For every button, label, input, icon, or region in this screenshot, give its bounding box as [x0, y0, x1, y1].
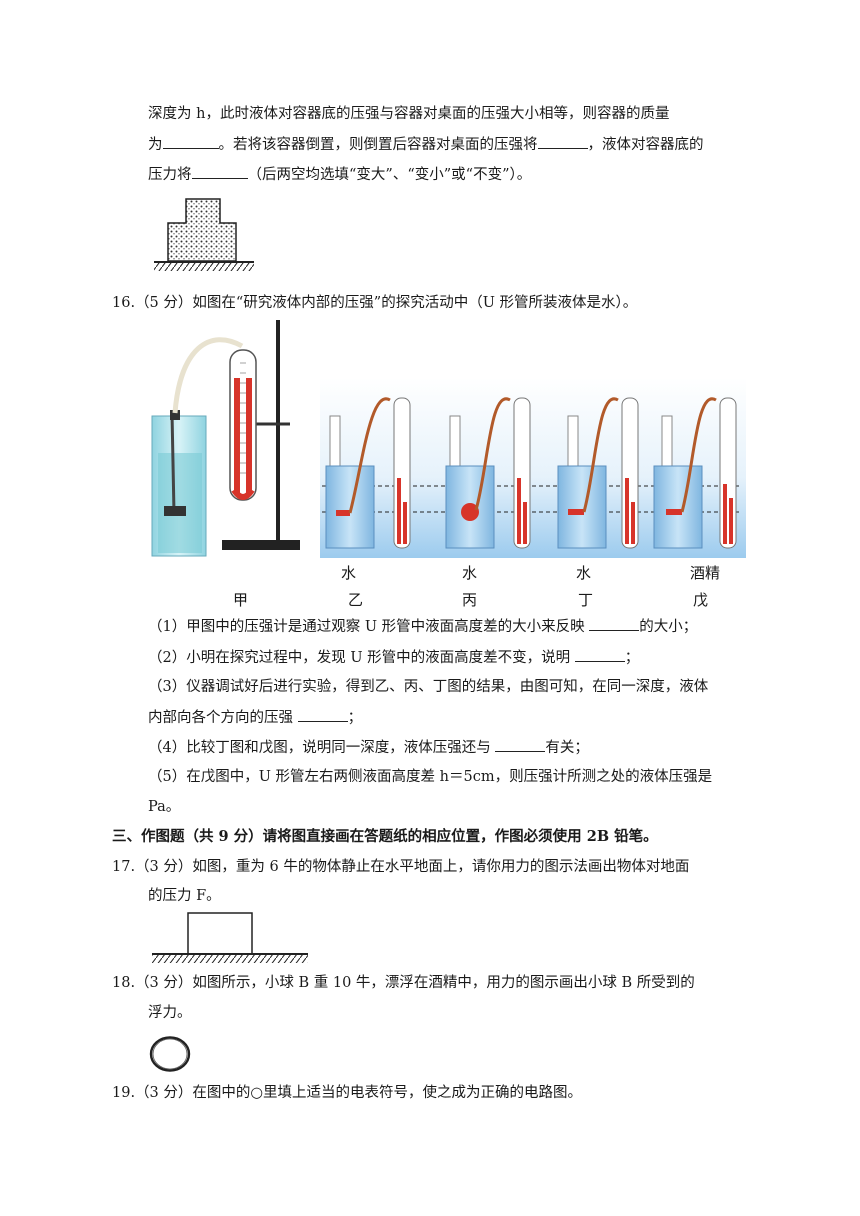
q18-line1: 18.（3 分）如图所示，小球 B 重 10 牛，漂浮在酒精中，用力的图示画出小…: [112, 975, 695, 991]
q16-p3-line2-b: ；: [347, 710, 363, 726]
q16-p1: （1）甲图中的压强计是通过观察 U 形管中液面高度差的大小来反映 的大小；: [148, 616, 697, 637]
section-3-heading: 三、作图题（共 9 分）请将图直接画在答题纸的相应位置，作图必须使用 2B 铅笔…: [112, 828, 658, 845]
answer-blank[interactable]: [589, 616, 640, 631]
figure-label-jia: 甲: [233, 591, 249, 609]
q16-p4-b: 有关；: [545, 740, 589, 756]
q16-p2-b: ；: [624, 650, 640, 666]
q17-line2: 的压力 F。: [148, 888, 221, 904]
q16-p3-line2-a: 内部向各个方向的压强: [148, 710, 293, 726]
q15-line3: 压力将 （后两空均选填“变大”、“变小”或“不变”）。: [148, 164, 531, 185]
figure-label-yi: 乙: [348, 591, 364, 609]
q15-line2-b: 。若将该容器倒置，则倒置后容器对桌面的压强将: [218, 137, 538, 153]
q16-p1-b: 的大小；: [639, 619, 698, 635]
q15-line2-c: ，液体对容器底的: [587, 137, 704, 153]
q15-line2-a: 为: [148, 137, 163, 153]
setup-wu: [653, 397, 737, 549]
answer-blank[interactable]: [191, 164, 248, 179]
liquid-label-yi: 水: [341, 564, 357, 582]
setup-bing: [445, 397, 531, 549]
q16-p3-line2: 内部向各个方向的压强 ；: [148, 707, 362, 728]
q16-experiment-figure: [151, 320, 746, 558]
q16-p4: （4）比较丁图和戊图，说明同一深度，液体压强还与 有关；: [148, 737, 589, 758]
q16-stem: 16.（5 分）如图在“研究液体内部的压强”的探究活动中（U 形管所装液体是水）…: [112, 295, 638, 311]
q17-line1: 17.（3 分）如图，重为 6 牛的物体静止在水平地面上，请你用力的图示法画出物…: [112, 859, 690, 875]
figure-label-bing: 丙: [462, 591, 478, 609]
q16-p3-line1: （3）仪器调试好后进行实验，得到乙、丙、丁图的结果，由图可知，在同一深度，液体: [148, 679, 709, 695]
q15-container-figure: [154, 198, 254, 271]
q18-ball-figure: [149, 1036, 191, 1072]
setup-yi: [325, 397, 411, 549]
q16-p5-line2: Pa。: [148, 799, 181, 815]
q19-line1: 19.（3 分）在图中的○里填上适当的电表符号，使之成为正确的电路图。: [112, 1085, 583, 1101]
answer-blank[interactable]: [297, 707, 348, 722]
answer-blank[interactable]: [537, 134, 588, 149]
liquid-label-wu: 酒精: [690, 564, 721, 582]
q16-p4-a: （4）比较丁图和戊图，说明同一深度，液体压强还与: [148, 740, 491, 756]
liquid-label-bing: 水: [462, 564, 478, 582]
q16-p5-line1: （5）在戊图中，U 形管左右两侧液面高度差 h＝5cm，则压强计所测之处的液体压…: [148, 769, 713, 785]
q16-p2: （2）小明在探究过程中，发现 U 形管中的液面高度差不变，说明 ；: [148, 647, 639, 668]
q16-p2-a: （2）小明在探究过程中，发现 U 形管中的液面高度差不变，说明: [148, 650, 571, 666]
q18-line2: 浮力。: [148, 1005, 192, 1021]
q15-line2: 为 。若将该容器倒置，则倒置后容器对桌面的压强将 ，液体对容器底的: [148, 134, 704, 155]
q16-p1-a: （1）甲图中的压强计是通过观察 U 形管中液面高度差的大小来反映: [148, 619, 585, 635]
liquid-label-ding: 水: [576, 564, 592, 582]
setup-ding: [557, 397, 639, 549]
figure-label-ding: 丁: [578, 591, 594, 609]
q15-line3-b: （后两空均选填“变大”、“变小”或“不变”）。: [247, 167, 532, 183]
figure-label-wu: 戊: [693, 591, 709, 609]
q17-block-on-ground-figure: [152, 912, 308, 963]
answer-blank[interactable]: [495, 737, 546, 752]
q15-line3-a: 压力将: [148, 167, 192, 183]
answer-blank[interactable]: [574, 647, 625, 662]
answer-blank[interactable]: [162, 134, 219, 149]
q15-line1: 深度为 h，此时液体对容器底的压强与容器对桌面的压强大小相等，则容器的质量: [148, 106, 670, 122]
